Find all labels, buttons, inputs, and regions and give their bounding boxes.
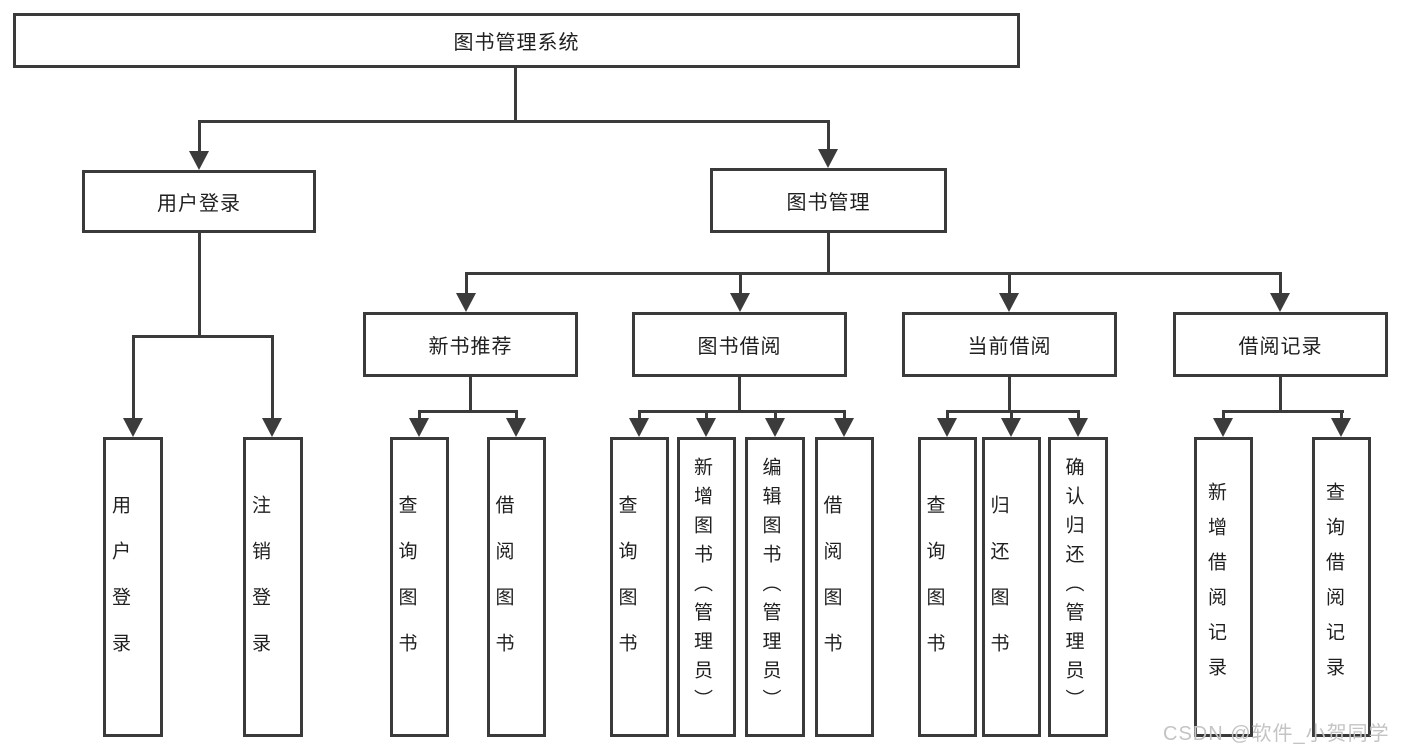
leaf-return-books-label: 归还图书 xyxy=(987,495,1009,679)
connector-vline xyxy=(132,335,135,418)
leaf-query-books-borrow: 查询图书 xyxy=(610,437,669,737)
arrowhead-down-icon xyxy=(506,418,526,437)
connector-vline xyxy=(827,233,830,274)
leaf-query-books-recommend: 查询图书 xyxy=(390,437,449,737)
arrowhead-down-icon xyxy=(189,151,209,170)
connector-vline xyxy=(1077,410,1080,419)
leaf-borrow-books: 借阅图书 xyxy=(815,437,874,737)
node-new-book-recommendation-label: 新书推荐 xyxy=(428,336,513,358)
node-new-book-recommendation: 新书推荐 xyxy=(363,312,578,377)
leaf-borrow-books-recommend: 借阅图书 xyxy=(487,437,546,737)
leaf-add-borrow-record: 新增借阅记录 xyxy=(1194,437,1253,737)
connector-hline xyxy=(465,272,1282,275)
node-user-login: 用户登录 xyxy=(82,170,316,233)
connector-hline xyxy=(418,410,518,413)
arrowhead-down-icon xyxy=(834,418,854,437)
connector-vline xyxy=(465,272,468,293)
connector-vline xyxy=(1222,410,1225,419)
leaf-return-books: 归还图书 xyxy=(982,437,1041,737)
connector-vline xyxy=(1340,410,1343,419)
connector-hline xyxy=(132,335,274,338)
arrowhead-down-icon xyxy=(818,149,838,168)
connector-vline xyxy=(738,377,741,412)
connector-vline xyxy=(705,410,708,419)
connector-vline xyxy=(827,120,830,149)
arrowhead-down-icon xyxy=(765,418,785,437)
leaf-query-books-current: 查询图书 xyxy=(918,437,977,737)
connector-vline xyxy=(271,335,274,418)
connector-vline xyxy=(843,410,846,419)
connector-vline xyxy=(1279,272,1282,293)
connector-vline xyxy=(1010,410,1013,419)
node-borrowing-records-label: 借阅记录 xyxy=(1238,336,1323,358)
connector-vline xyxy=(515,410,518,419)
arrowhead-down-icon xyxy=(409,418,429,437)
leaf-confirm-return-admin: 确认归还（管理员） xyxy=(1048,437,1108,737)
arrowhead-down-icon xyxy=(730,293,750,312)
connector-vline xyxy=(946,410,949,419)
connector-vline xyxy=(1279,377,1282,412)
node-user-login-label: 用户登录 xyxy=(157,193,241,215)
node-root: 图书管理系统 xyxy=(13,13,1020,68)
connector-vline xyxy=(1008,377,1011,412)
arrowhead-down-icon xyxy=(1331,418,1351,437)
leaf-user-login-label: 用户登录 xyxy=(109,495,130,679)
node-book-borrowing-label: 图书借阅 xyxy=(697,336,782,358)
connector-vline xyxy=(514,68,517,121)
leaf-query-borrow-record: 查询借阅记录 xyxy=(1312,437,1371,737)
leaf-user-login: 用户登录 xyxy=(103,437,163,737)
arrowhead-down-icon xyxy=(1270,293,1290,312)
connector-vline xyxy=(638,410,641,419)
connector-hline xyxy=(1222,410,1344,413)
leaf-add-borrow-record-label: 新增借阅记录 xyxy=(1205,482,1226,692)
leaf-edit-books-admin-label: 编辑图书（管理员） xyxy=(759,456,781,718)
connector-vline xyxy=(469,377,472,412)
node-current-borrowing: 当前借阅 xyxy=(902,312,1117,377)
leaf-logout: 注销登录 xyxy=(243,437,303,737)
connector-hline xyxy=(946,410,1080,413)
arrowhead-down-icon xyxy=(456,293,476,312)
arrowhead-down-icon xyxy=(1068,418,1088,437)
node-book-management: 图书管理 xyxy=(710,168,947,233)
node-book-management-label: 图书管理 xyxy=(786,192,871,214)
connector-vline xyxy=(1008,272,1011,293)
leaf-edit-books-admin: 编辑图书（管理员） xyxy=(745,437,805,737)
arrowhead-down-icon xyxy=(1213,418,1233,437)
arrowhead-down-icon xyxy=(1001,418,1021,437)
leaf-query-books-current-label: 查询图书 xyxy=(923,495,945,679)
node-current-borrowing-label: 当前借阅 xyxy=(967,336,1052,358)
arrowhead-down-icon xyxy=(262,418,282,437)
arrowhead-down-icon xyxy=(696,418,716,437)
leaf-confirm-return-admin-label: 确认归还（管理员） xyxy=(1062,456,1084,718)
arrowhead-down-icon xyxy=(999,293,1019,312)
leaf-add-books-admin: 新增图书（管理员） xyxy=(677,437,736,737)
leaf-borrow-books-label: 借阅图书 xyxy=(820,495,842,679)
leaf-borrow-books-recommend-label: 借阅图书 xyxy=(492,495,514,679)
connector-vline xyxy=(739,272,742,293)
leaf-query-books-borrow-label: 查询图书 xyxy=(615,495,637,679)
watermark: CSDN @软件_小贺同学 xyxy=(1163,723,1390,745)
connector-hline xyxy=(198,120,830,123)
node-book-borrowing: 图书借阅 xyxy=(632,312,847,377)
leaf-add-books-admin-label: 新增图书（管理员） xyxy=(691,456,712,718)
arrowhead-down-icon xyxy=(123,418,143,437)
leaf-query-borrow-record-label: 查询借阅记录 xyxy=(1323,482,1344,692)
leaf-query-books-recommend-label: 查询图书 xyxy=(395,495,417,679)
connector-vline xyxy=(774,410,777,419)
leaf-logout-label: 注销登录 xyxy=(249,495,270,679)
arrowhead-down-icon xyxy=(937,418,957,437)
connector-hline xyxy=(638,410,846,413)
node-root-label: 图书管理系统 xyxy=(453,32,580,54)
arrowhead-down-icon xyxy=(629,418,649,437)
node-borrowing-records: 借阅记录 xyxy=(1173,312,1388,377)
connector-vline xyxy=(198,120,201,151)
connector-vline xyxy=(198,233,201,337)
connector-vline xyxy=(418,410,421,419)
